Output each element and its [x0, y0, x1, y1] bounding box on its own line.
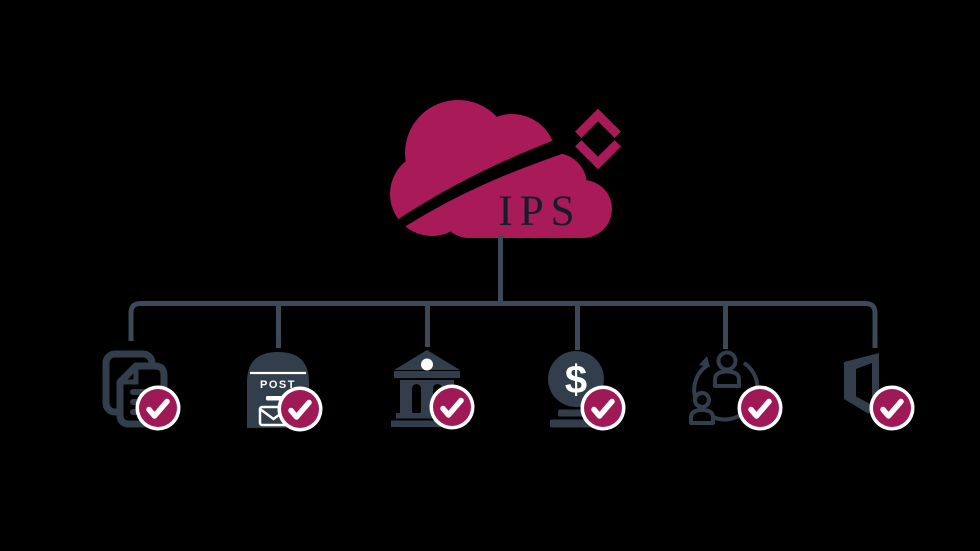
check-icon [581, 386, 626, 431]
office-logo-icon [844, 353, 879, 414]
check-icon [278, 387, 323, 432]
tree-connector [128, 236, 878, 350]
cloud-swoosh-icon [352, 100, 612, 252]
check-icon [738, 386, 783, 431]
check-icon [136, 386, 181, 431]
diamond-outline-icon [564, 108, 632, 170]
node-office [844, 353, 915, 431]
node-bank [391, 350, 475, 430]
check-icon [870, 386, 915, 431]
check-icon [430, 385, 475, 430]
node-postbox: POST [247, 352, 323, 432]
dollar-symbol: $ [565, 358, 587, 402]
postbox-label: POST [260, 379, 296, 391]
node-documents [102, 350, 181, 431]
node-collaboration [689, 350, 783, 431]
node-money: $ [548, 351, 626, 431]
ips-cloud: IPS [352, 100, 632, 252]
cloud-label: IPS [498, 188, 581, 235]
